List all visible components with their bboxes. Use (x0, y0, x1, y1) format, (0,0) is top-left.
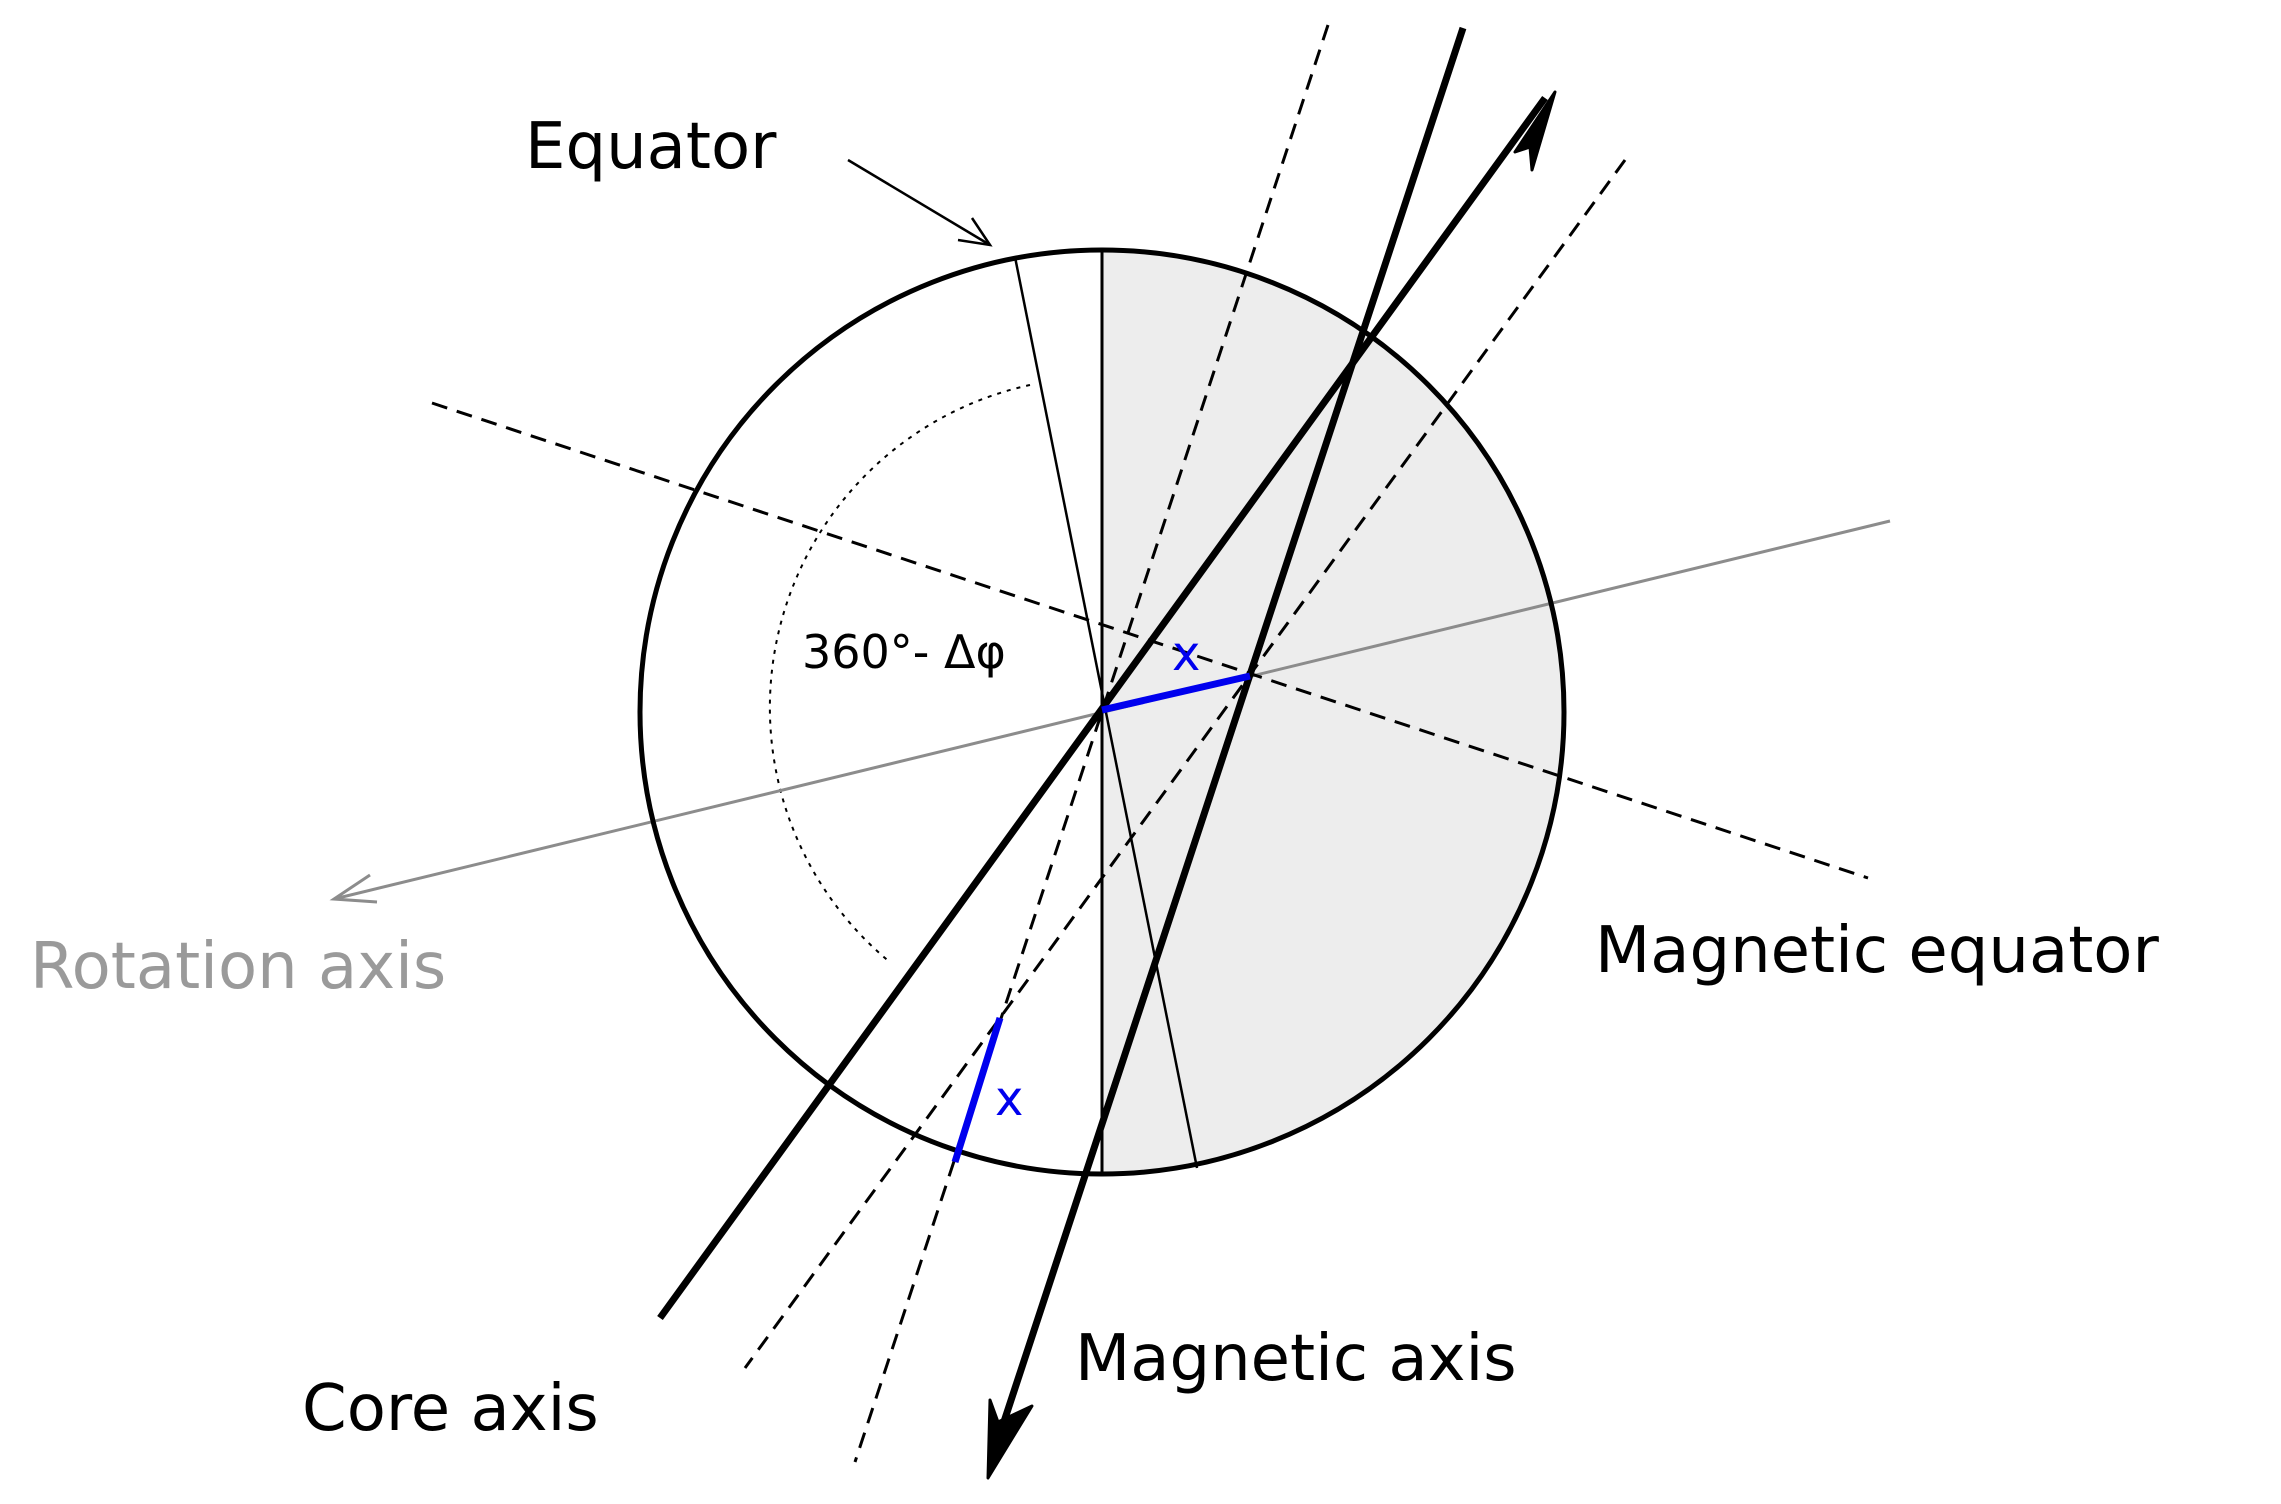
magnetic-equator-label: Magnetic equator (1595, 914, 2159, 988)
magnetic-axis-label: Magnetic axis (1075, 1322, 1517, 1396)
offset-segment-lower (951, 1016, 1004, 1164)
equator-leader (847, 158, 991, 247)
angle-arc (768, 384, 1031, 964)
offset-label-upper: x (1172, 626, 1200, 682)
equator-leader-arrowhead (957, 217, 993, 247)
rotation-axis-arrowhead (329, 873, 378, 904)
core-axis-arrowhead (1513, 90, 1557, 172)
angle-label: 360°- Δφ (802, 625, 1006, 679)
rotation-axis-label: Rotation axis (30, 930, 446, 1004)
dashed-line-steep (853, 24, 1330, 1463)
offset-segment-upper (1101, 672, 1251, 714)
dashed-line-diagonal (743, 159, 1627, 1369)
disc-outline (637, 247, 1567, 1177)
core-axis-label: Core axis (302, 1372, 599, 1446)
magnetic-axis-line (988, 26, 1467, 1460)
equator-label: Equator (525, 110, 777, 184)
magnetic-axis-arrowhead (986, 1398, 1034, 1480)
offset-label-lower: x (995, 1071, 1023, 1127)
